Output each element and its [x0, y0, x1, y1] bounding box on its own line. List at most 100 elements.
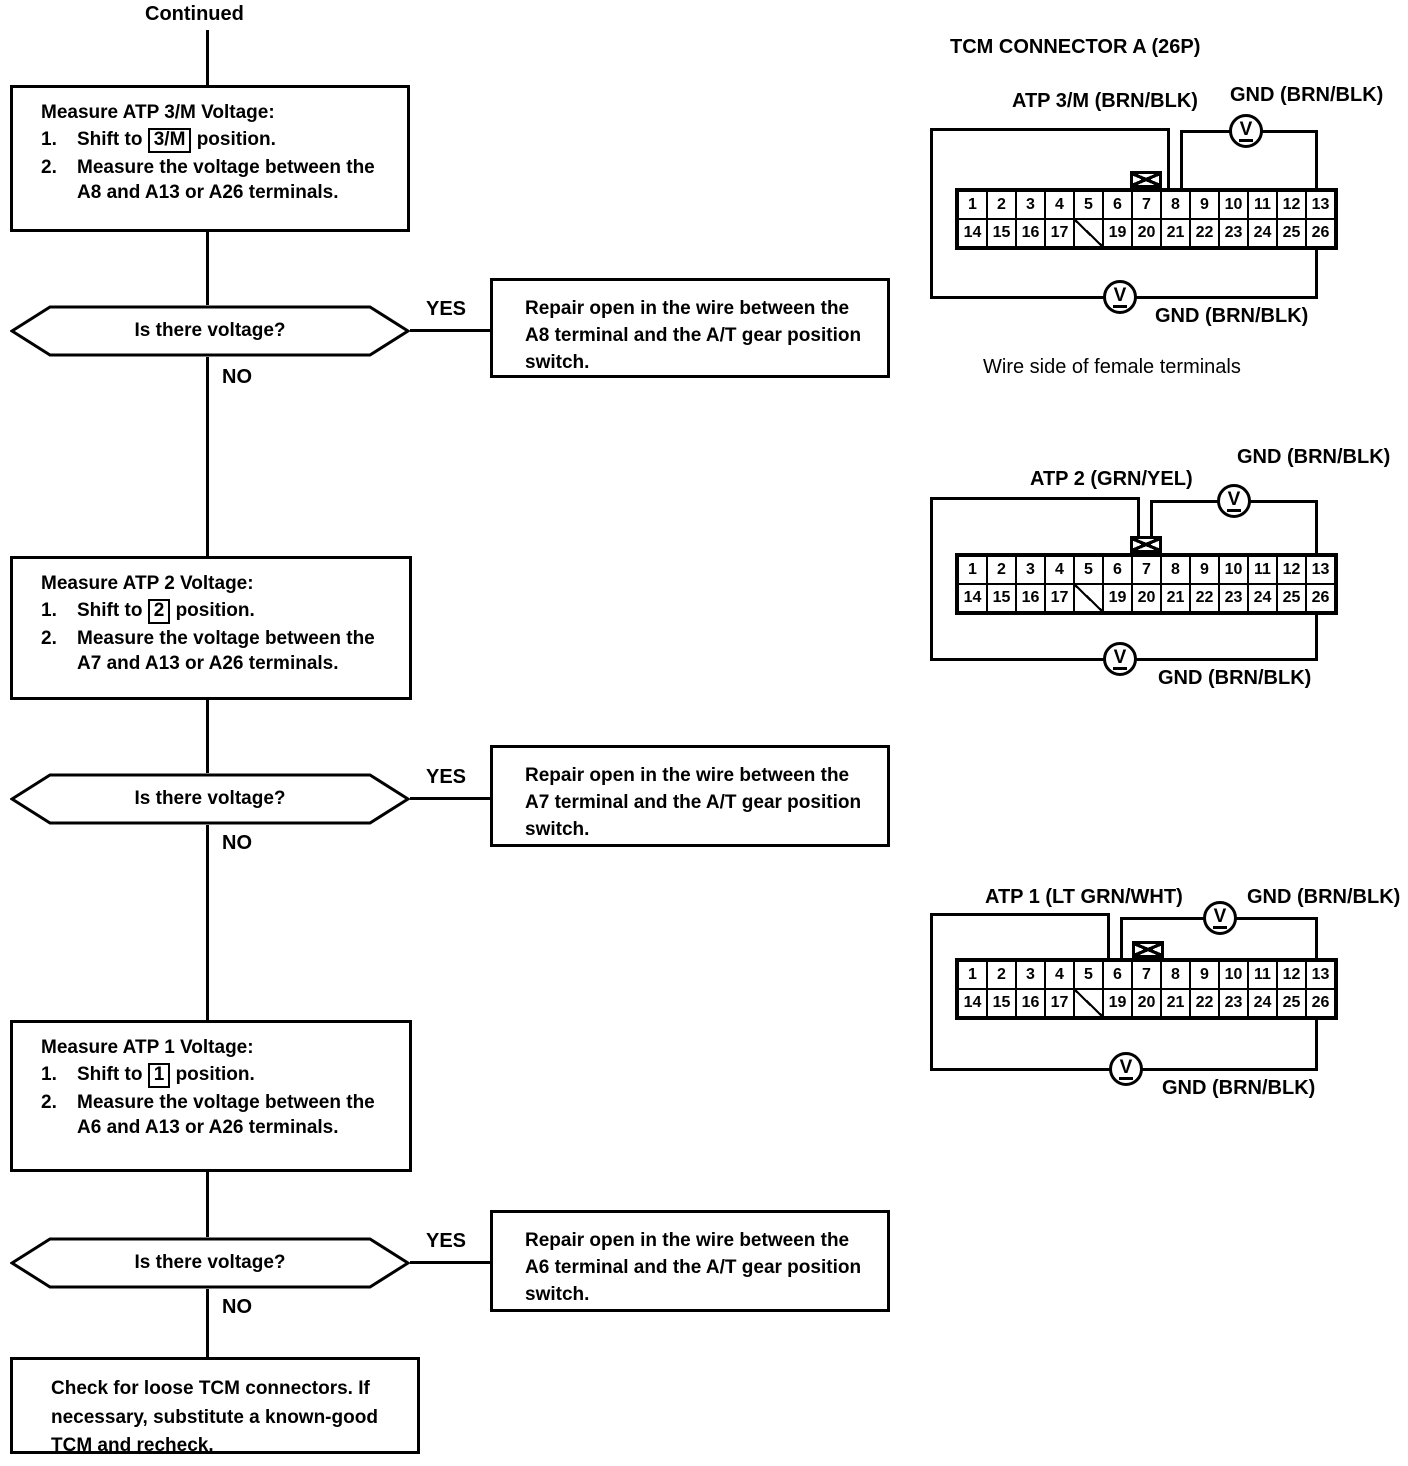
pin-cell-blank [1075, 585, 1102, 611]
pin-cell: 19 [1104, 220, 1131, 246]
pin-cell: 2 [988, 192, 1015, 218]
yes-label: YES [426, 298, 467, 320]
pin-cell: 12 [1278, 192, 1305, 218]
gnd-label-bottom: GND (BRN/BLK) [1155, 305, 1309, 327]
probe-terminal-icon [1130, 536, 1162, 553]
wire [930, 128, 933, 299]
shift-position-token: 3/M [147, 128, 192, 153]
process-box-title: Measure ATP 3/M Voltage: [41, 102, 275, 123]
repair-box-a8: Repair open in the wire between the A8 t… [490, 278, 890, 378]
pin-cell-blank [1075, 220, 1102, 246]
gnd-label-bottom: GND (BRN/BLK) [1162, 1077, 1316, 1099]
voltmeter-icon: V [1217, 484, 1251, 518]
decision-question: Is there voltage? [134, 788, 286, 809]
pin-cell: 5 [1075, 557, 1102, 583]
voltmeter-icon: V [1103, 642, 1137, 676]
pin-cell: 10 [1220, 192, 1247, 218]
decision-is-there-voltage-1: Is there voltage? [10, 305, 410, 357]
list-item: 1. Shift to 3/M position. [41, 127, 395, 153]
yes-branch-line [410, 797, 490, 800]
pin-cell: 17 [1046, 990, 1073, 1016]
pin-cell: 7 [1133, 192, 1160, 218]
pin-cell: 2 [988, 962, 1015, 988]
flow-line [206, 825, 209, 1020]
yes-label: YES [426, 766, 467, 788]
continued-label: Continued [145, 3, 244, 25]
pin-cell: 12 [1278, 962, 1305, 988]
pin-cell: 25 [1278, 220, 1305, 246]
flow-line [206, 1172, 209, 1237]
pin-cell: 19 [1104, 990, 1131, 1016]
list-item: 2. Measure the voltage between the A6 an… [41, 1091, 375, 1139]
pin-cell: 13 [1307, 962, 1334, 988]
pin-cell: 25 [1278, 585, 1305, 611]
pin-cell: 7 [1133, 557, 1160, 583]
voltmeter-icon: V [1229, 114, 1263, 148]
wire [1315, 613, 1318, 661]
pin-cell: 20 [1133, 585, 1160, 611]
pin-cell: 16 [1017, 585, 1044, 611]
pin-cell: 11 [1249, 192, 1276, 218]
wire [930, 913, 933, 1071]
pin-cell: 21 [1162, 220, 1189, 246]
pin-cell: 21 [1162, 990, 1189, 1016]
yes-branch-line [410, 1261, 490, 1264]
process-box-atp-1: Measure ATP 1 Voltage: 1. Shift to 1 pos… [10, 1020, 412, 1172]
list-item: 1. Shift to 1 position. [41, 1062, 397, 1088]
list-item: 1. Shift to 2 position. [41, 598, 397, 624]
wire [930, 128, 1170, 131]
pin-cell: 5 [1075, 962, 1102, 988]
gnd-label-top: GND (BRN/BLK) [1247, 886, 1401, 908]
yes-label: YES [426, 1230, 467, 1252]
pin-cell: 24 [1249, 585, 1276, 611]
pin-cell: 23 [1220, 990, 1247, 1016]
decision-shape [10, 305, 410, 357]
pin-cell: 8 [1162, 192, 1189, 218]
pin-cell: 14 [959, 220, 986, 246]
pin-cell: 10 [1220, 962, 1247, 988]
final-check-tcm-box: Check for loose TCM connectors. If neces… [10, 1357, 420, 1456]
pin-cell: 1 [959, 962, 986, 988]
wire [1315, 917, 1318, 960]
pin-cell: 4 [1046, 962, 1073, 988]
pin-cell: 5 [1075, 192, 1102, 218]
repair-box-a7: Repair open in the wire between the A7 t… [490, 745, 890, 847]
decision-shape [10, 773, 410, 825]
pin-cell: 15 [988, 990, 1015, 1016]
signal-label-atp-2: ATP 2 (GRN/YEL) [1030, 468, 1193, 490]
gnd-label-top: GND (BRN/BLK) [1230, 84, 1384, 106]
pin-cell: 20 [1133, 990, 1160, 1016]
wire [1315, 1018, 1318, 1071]
wire [1137, 497, 1140, 555]
process-box-atp-3m: Measure ATP 3/M Voltage: 1. Shift to 3/M… [10, 85, 410, 232]
connector-title: TCM CONNECTOR A (26P) [950, 36, 1201, 58]
pin-cell: 11 [1249, 962, 1276, 988]
pin-cell: 4 [1046, 557, 1073, 583]
flow-line [206, 30, 209, 85]
process-box-atp-2: Measure ATP 2 Voltage: 1. Shift to 2 pos… [10, 556, 412, 700]
pin-cell-blank [1075, 990, 1102, 1016]
wire [1120, 917, 1123, 960]
pin-cell: 16 [1017, 220, 1044, 246]
pin-cell: 2 [988, 557, 1015, 583]
decision-question: Is there voltage? [134, 320, 286, 341]
pin-cell: 22 [1191, 990, 1218, 1016]
pin-cell: 22 [1191, 220, 1218, 246]
pin-cell: 7 [1133, 962, 1160, 988]
no-label: NO [222, 832, 252, 854]
pin-cell: 1 [959, 192, 986, 218]
pin-cell: 13 [1307, 557, 1334, 583]
pin-cell: 26 [1307, 585, 1334, 611]
decision-question: Is there voltage? [134, 1252, 286, 1273]
voltmeter-icon: V [1203, 901, 1237, 935]
flow-line [206, 357, 209, 556]
pin-cell: 9 [1191, 962, 1218, 988]
wire-side-caption: Wire side of female terminals [983, 356, 1241, 378]
wire [1107, 913, 1110, 960]
pin-cell: 6 [1104, 557, 1131, 583]
pin-cell: 19 [1104, 585, 1131, 611]
